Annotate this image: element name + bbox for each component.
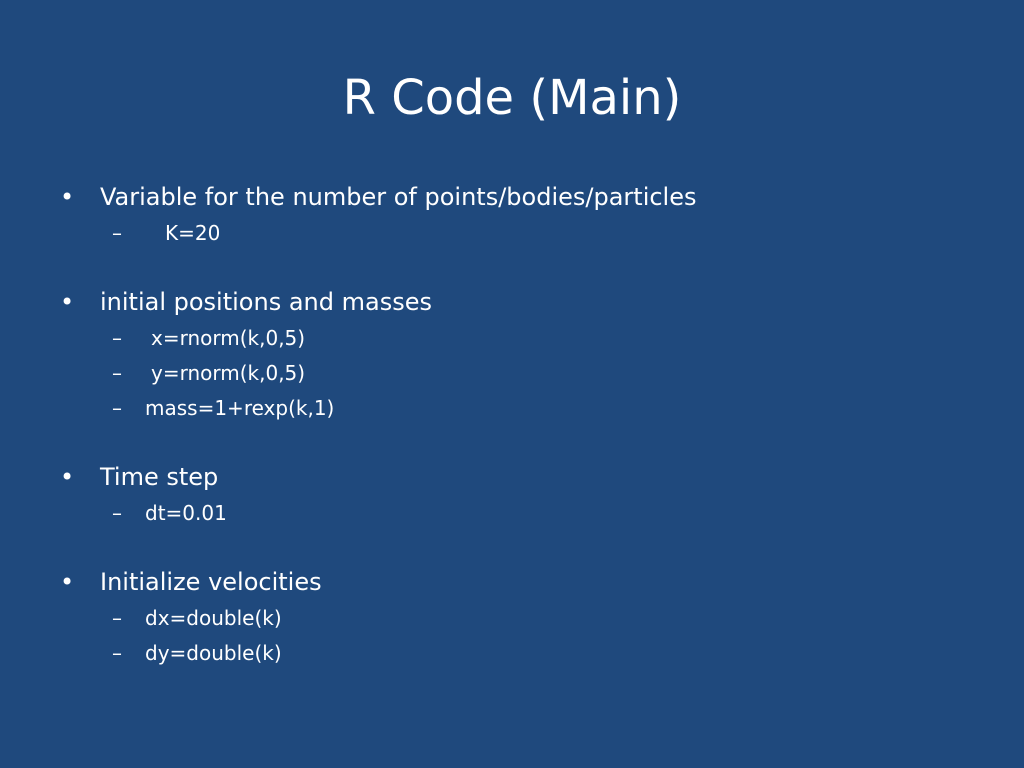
sub-bullet-text: x=rnorm(k,0,5) [151,326,306,350]
bullet-icon: • [60,288,75,316]
dash-icon: – [112,326,122,350]
bullet-text: initial positions and masses [100,288,432,316]
bullet-text: Variable for the number of points/bodies… [100,183,697,211]
bullet-text: Time step [100,463,219,491]
bullet-icon: • [60,568,75,596]
sub-bullet-text: y=rnorm(k,0,5) [151,361,306,385]
sub-bullet-text: dx=double(k) [145,606,282,630]
sub-bullet-text: K=20 [165,221,221,245]
dash-icon: – [112,361,122,385]
slide-title: R Code (Main) [342,70,682,126]
dash-icon: – [112,221,122,245]
bullet-icon: • [60,183,75,211]
bullet-text: Initialize velocities [100,568,322,596]
bullet-icon: • [60,463,75,491]
dash-icon: – [112,396,122,420]
sub-bullet-text: mass=1+rexp(k,1) [145,396,335,420]
dash-icon: – [112,606,122,630]
dash-icon: – [112,641,122,665]
sub-bullet-text: dy=double(k) [145,641,282,665]
dash-icon: – [112,501,122,525]
sub-bullet-text: dt=0.01 [145,501,227,525]
